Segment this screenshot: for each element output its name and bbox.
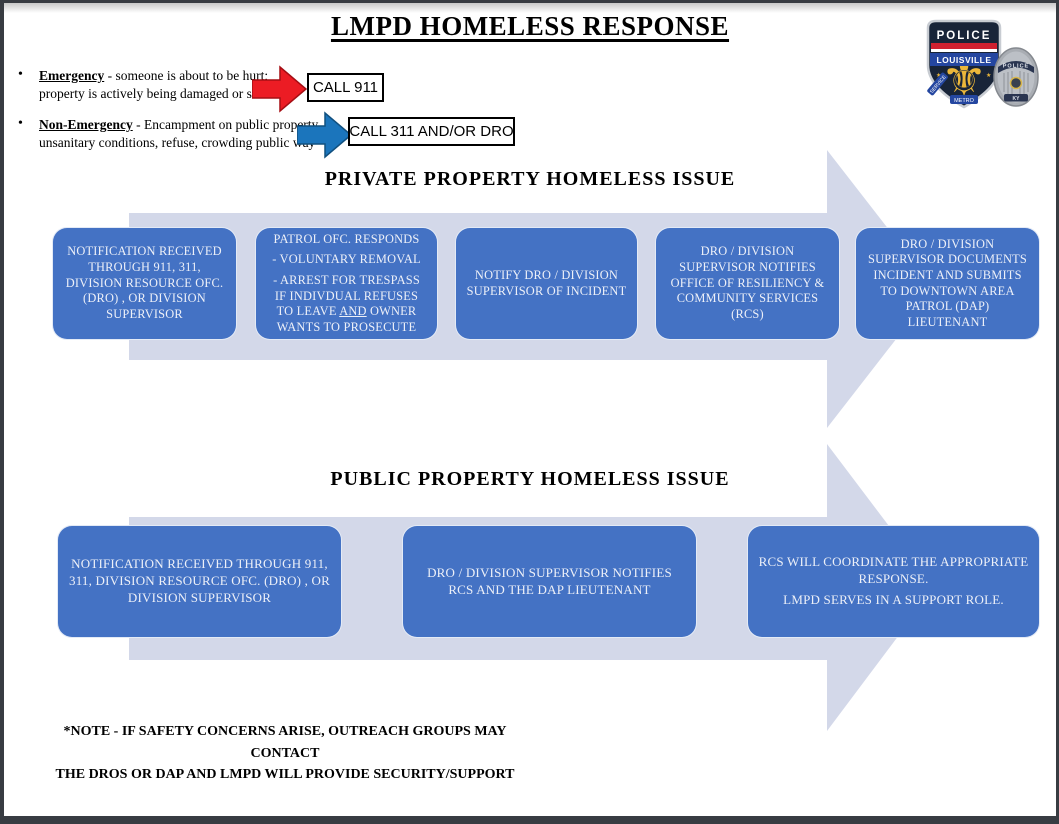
patch-police-label: POLICE bbox=[937, 30, 992, 42]
private-step-2-line3: - ARREST FOR TRESPASS IF INDIVDUAL REFUS… bbox=[273, 272, 420, 334]
call-911-label: CALL 911 bbox=[312, 79, 379, 96]
public-step-2-box: DRO / DIVISION SUPERVISOR NOTIFIES RCS A… bbox=[402, 525, 697, 638]
patch-metro-label: METRO bbox=[954, 98, 975, 104]
non-emergency-term: Non-Emergency bbox=[39, 117, 133, 132]
patch-star-right-icon: ★ bbox=[986, 72, 991, 79]
call-311-label: CALL 311 AND/OR DRO bbox=[349, 123, 514, 140]
public-step-2-text: DRO / DIVISION SUPERVISOR NOTIFIES RCS A… bbox=[427, 564, 672, 597]
non-emergency-blue-arrow-icon bbox=[297, 111, 352, 159]
private-step-3-text: NOTIFY DRO / DIVISION SUPERVISOR OF INCI… bbox=[466, 267, 627, 298]
badge-police-label: POLICE bbox=[1003, 64, 1029, 70]
emergency-text-line2: property is actively being damaged or st… bbox=[39, 85, 279, 101]
patch-star-left-icon: ★ bbox=[936, 72, 941, 79]
page-title: LMPD HOMELESS RESPONSE bbox=[4, 11, 1056, 42]
private-section-heading: PRIVATE PROPERTY HOMELESS ISSUE bbox=[324, 168, 736, 190]
private-step-3-box: NOTIFY DRO / DIVISION SUPERVISOR OF INCI… bbox=[455, 227, 638, 340]
emergency-term: Emergency bbox=[39, 68, 105, 83]
patch-louisville-label: LOUISVILLE bbox=[936, 55, 991, 65]
public-step-3-line1: RCS WILL COORDINATE THE APPROPRIATE RESP… bbox=[758, 553, 1029, 586]
emergency-red-arrow-icon bbox=[252, 65, 307, 113]
private-step-5-box: DRO / DIVISION SUPERVISOR DOCUMENTS INCI… bbox=[855, 227, 1040, 340]
non-emergency-bullet: • Non-Emergency - Encampment on public p… bbox=[16, 116, 321, 152]
document-page: LMPD HOMELESS RESPONSE POLICE ⚜ LOUISVIL… bbox=[4, 3, 1056, 816]
call-911-box: CALL 911 bbox=[307, 73, 384, 102]
public-section-heading: PUBLIC PROPERTY HOMELESS ISSUE bbox=[330, 468, 730, 490]
safety-note: *NOTE - IF SAFETY CONCERNS ARISE, OUTREA… bbox=[44, 721, 526, 786]
page-title-text: LMPD HOMELESS RESPONSE bbox=[330, 11, 730, 41]
bullet-dot-icon: • bbox=[18, 116, 23, 131]
police-badge-icon: POLICE KY bbox=[993, 47, 1039, 107]
non-emergency-text-line2: unsanitary conditions, refuse, crowding … bbox=[39, 134, 316, 150]
bullet-dot-icon: • bbox=[18, 67, 23, 82]
emergency-text-line1: - someone is about to be hurt; bbox=[104, 68, 269, 83]
private-step-2-line1: PATROL OFC. RESPONDS bbox=[273, 231, 420, 246]
emergency-bullet: • Emergency - someone is about to be hur… bbox=[16, 67, 279, 103]
private-step-5-text: DRO / DIVISION SUPERVISOR DOCUMENTS INCI… bbox=[868, 236, 1027, 329]
louisville-police-patch-icon: POLICE ⚜ LOUISVILLE ★ ★ SERVICE METRO bbox=[926, 19, 1002, 109]
private-step-1-box: NOTIFICATION RECEIVED THROUGH 911, 311, … bbox=[52, 227, 237, 340]
lmpd-logo: POLICE ⚜ LOUISVILLE ★ ★ SERVICE METRO PO… bbox=[924, 16, 1046, 116]
private-step-4-box: DRO / DIVISION SUPERVISOR NOTIFIES OFFIC… bbox=[655, 227, 840, 340]
public-step-1-box: NOTIFICATION RECEIVED THROUGH 911, 311, … bbox=[57, 525, 342, 638]
private-step-2-box: PATROL OFC. RESPONDS - VOLUNTARY REMOVAL… bbox=[255, 227, 438, 340]
non-emergency-text-line1: - Encampment on public property, bbox=[132, 117, 321, 132]
private-step-4-text: DRO / DIVISION SUPERVISOR NOTIFIES OFFIC… bbox=[670, 244, 825, 321]
public-step-3-line2: LMPD SERVES IN A SUPPORT ROLE. bbox=[783, 592, 1004, 608]
badge-ky-label: KY bbox=[1013, 96, 1021, 102]
private-step-2-line2: - VOLUNTARY REMOVAL bbox=[272, 252, 421, 267]
safety-note-line2: THE DROS OR DAP AND LMPD WILL PROVIDE SE… bbox=[55, 767, 515, 783]
public-step-3-box: RCS WILL COORDINATE THE APPROPRIATE RESP… bbox=[747, 525, 1040, 638]
safety-note-line1: *NOTE - IF SAFETY CONCERNS ARISE, OUTREA… bbox=[63, 724, 507, 761]
private-step-1-text: NOTIFICATION RECEIVED THROUGH 911, 311, … bbox=[65, 244, 224, 321]
call-311-box: CALL 311 AND/OR DRO bbox=[348, 117, 515, 146]
public-step-1-text: NOTIFICATION RECEIVED THROUGH 911, 311, … bbox=[69, 556, 330, 605]
